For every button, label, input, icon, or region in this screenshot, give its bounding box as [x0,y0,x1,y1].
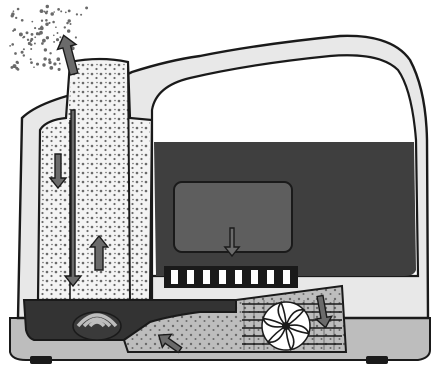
fan-blade [261,317,289,328]
fan-blade [285,323,295,352]
ultrasonic-transducer [72,311,122,341]
mist-plume [9,4,89,71]
mist-tower-dots [40,61,150,300]
tower-down-arrow [48,153,68,190]
valve-down-arrow [223,227,241,258]
valve-port [219,270,226,284]
duct-flow-arrow [157,333,183,354]
valve-port [267,270,274,284]
valve-port [187,270,194,284]
valve-port [251,270,258,284]
valve-port [171,270,178,284]
tower-divider [127,63,131,301]
tower-up-arrow [88,234,110,271]
fan-intake-arrow [314,294,334,329]
base-feet [30,356,388,364]
fan-blade [277,300,287,329]
fan-blade [266,324,288,343]
flow-arrows [48,34,334,354]
valve-ports [164,266,298,288]
valve-port [235,270,242,284]
mist-out-arrow [56,34,79,76]
valve-port [203,270,210,284]
fan [261,300,311,352]
valve-port [283,270,290,284]
center-down-arrow [63,109,83,288]
fan-blade [283,324,311,335]
fan-blade [284,309,306,328]
